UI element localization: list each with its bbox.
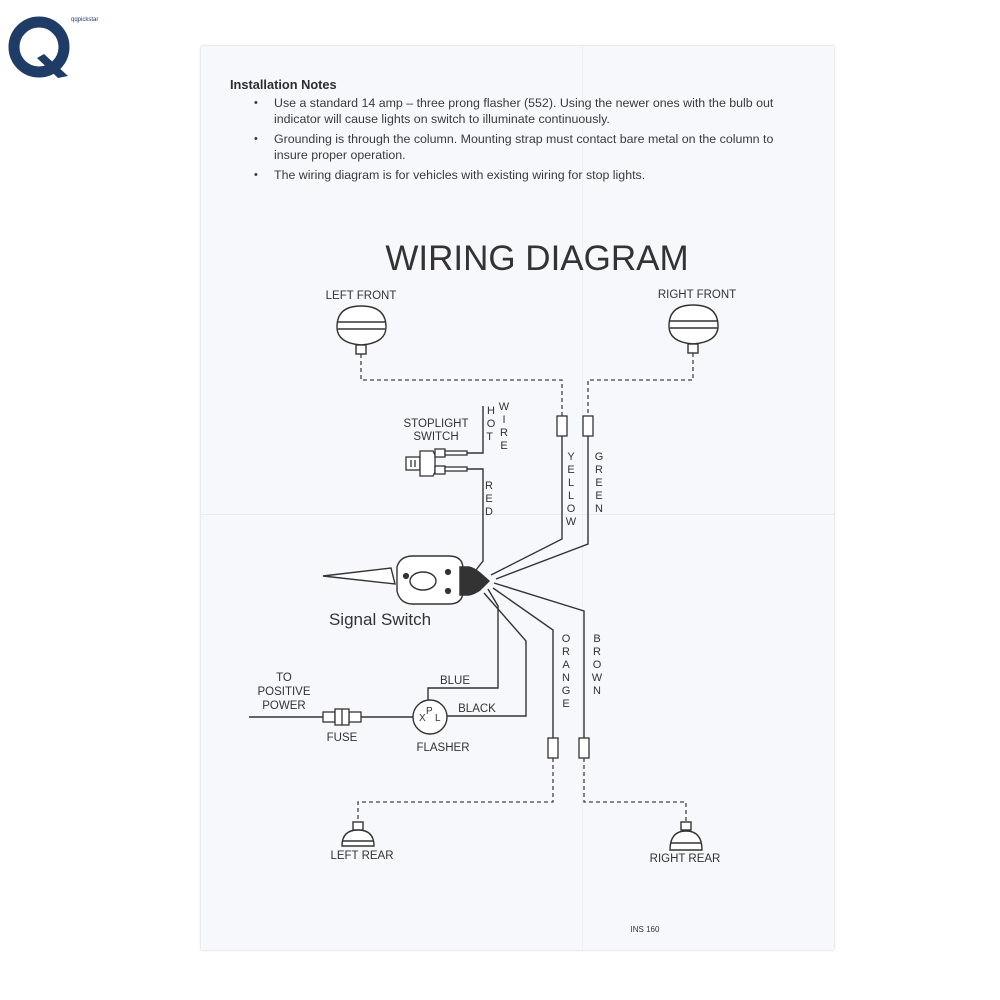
to-positive-power-label: TO — [276, 672, 292, 684]
note-item: Use a standard 14 amp – three prong flas… — [254, 95, 790, 128]
solid-wires — [249, 406, 589, 738]
flasher-terminal-l: L — [435, 713, 441, 724]
wire-label-black: BLACK — [458, 703, 496, 715]
dashed-wires — [357, 353, 694, 822]
right-rear-light-icon — [669, 821, 703, 851]
brand-logo — [8, 14, 74, 80]
installation-notes: Installation Notes Use a standard 14 amp… — [230, 77, 790, 186]
fuse-label: FUSE — [327, 732, 358, 744]
flasher-terminal-p: P — [426, 706, 433, 717]
left-front-label: LEFT FRONT — [326, 290, 397, 302]
to-positive-power-label: POWER — [262, 700, 305, 712]
left-rear-light-icon — [341, 821, 375, 847]
flasher-label: FLASHER — [416, 742, 469, 754]
wire-connectors — [547, 415, 594, 759]
q-logo-icon — [8, 16, 70, 78]
flasher-terminal-x: X — [419, 713, 426, 724]
stoplight-switch-label: SWITCH — [413, 431, 458, 443]
signal-switch-label: Signal Switch — [329, 610, 431, 629]
flasher-icon: X P L — [412, 699, 448, 735]
note-item: The wiring diagram is for vehicles with … — [254, 167, 790, 184]
stoplight-switch-label: STOPLIGHT — [404, 418, 469, 430]
left-rear-label: LEFT REAR — [330, 850, 393, 862]
document-code: INS 160 — [631, 925, 660, 934]
diagram-title: WIRING DIAGRAM — [385, 239, 688, 278]
signal-switch-icon — [322, 555, 491, 605]
brand-logo-text: qqpickstar — [71, 17, 99, 23]
stoplight-switch-icon — [405, 448, 468, 477]
right-rear-label: RIGHT REAR — [650, 853, 721, 865]
wiring-diagram: WIRING DIAGRAM — [249, 239, 736, 934]
left-front-light-icon — [336, 305, 387, 355]
fold-line-horizontal — [201, 514, 834, 515]
note-item: Grounding is through the column. Mountin… — [254, 131, 790, 164]
wire-label-blue: BLUE — [440, 675, 470, 687]
notes-heading: Installation Notes — [230, 77, 337, 92]
right-front-light-icon — [668, 304, 719, 354]
to-positive-power-label: POSITIVE — [257, 686, 310, 698]
fuse-icon — [322, 708, 362, 726]
document-sheet: Installation Notes Use a standard 14 amp… — [201, 46, 834, 950]
right-front-label: RIGHT FRONT — [658, 289, 736, 301]
notes-list: Use a standard 14 amp – three prong flas… — [230, 95, 790, 184]
